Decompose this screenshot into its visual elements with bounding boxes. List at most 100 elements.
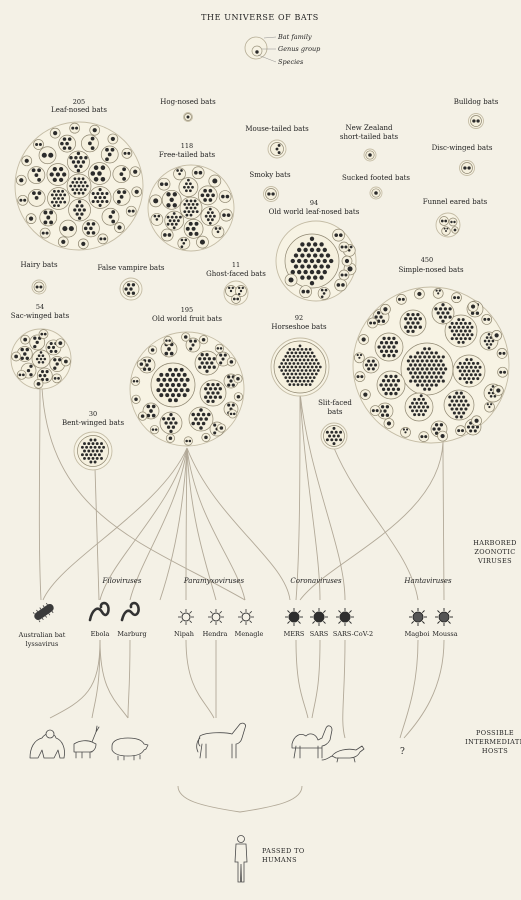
species-dot bbox=[386, 387, 391, 391]
species-dot bbox=[170, 215, 174, 219]
genus-circle bbox=[470, 115, 482, 127]
species-dot bbox=[232, 297, 236, 301]
species-dot bbox=[201, 421, 206, 426]
species-dot bbox=[418, 325, 422, 329]
species-dot bbox=[417, 397, 421, 401]
species-dot bbox=[471, 425, 475, 429]
species-dot bbox=[476, 361, 480, 365]
species-dot bbox=[189, 347, 193, 351]
species-dot bbox=[462, 411, 466, 415]
species-dot bbox=[292, 369, 296, 372]
genus-circle bbox=[33, 281, 45, 293]
species-dot bbox=[450, 407, 454, 411]
harbored-label: HARBORED ZOONOTIC VIRUSES bbox=[473, 539, 516, 565]
species-dot bbox=[463, 377, 467, 381]
genus-circle bbox=[51, 373, 62, 384]
species-dot bbox=[93, 165, 99, 170]
species-dot bbox=[212, 178, 218, 184]
species-dot bbox=[20, 356, 24, 361]
species-dot bbox=[316, 369, 320, 372]
species-dot bbox=[411, 401, 414, 405]
species-dot bbox=[216, 391, 220, 395]
species-dot bbox=[413, 363, 417, 367]
genus-circle bbox=[17, 194, 29, 206]
species-dot bbox=[189, 339, 193, 343]
species-dot bbox=[200, 361, 204, 365]
species-dot bbox=[171, 372, 175, 377]
species-dot bbox=[155, 218, 159, 221]
family-simple-nosed bbox=[352, 286, 510, 444]
species-dot bbox=[486, 403, 489, 406]
species-dot bbox=[183, 335, 188, 339]
species-dot bbox=[185, 199, 189, 203]
species-dot bbox=[77, 200, 82, 204]
species-dot bbox=[313, 275, 318, 280]
species-dot bbox=[53, 204, 56, 208]
species-dot bbox=[387, 353, 391, 358]
family-name-bulldog: Bulldog bats bbox=[454, 98, 499, 106]
species-dot bbox=[169, 421, 173, 425]
species-dot bbox=[159, 383, 164, 387]
species-dot bbox=[189, 206, 193, 210]
species-dot bbox=[41, 354, 45, 358]
species-dot bbox=[185, 226, 190, 231]
species-dot bbox=[304, 348, 308, 351]
species-dot bbox=[443, 315, 448, 319]
species-dot bbox=[459, 415, 463, 419]
family-false-vampire bbox=[119, 277, 143, 301]
virus-label-marburg: Marburg bbox=[117, 630, 146, 638]
species-dot bbox=[296, 348, 300, 351]
virus-label-hendra: Hendra bbox=[203, 630, 228, 638]
species-dot bbox=[67, 146, 72, 150]
species-dot bbox=[26, 368, 31, 373]
species-dot bbox=[313, 253, 318, 258]
species-dot bbox=[219, 347, 223, 350]
genus-circle bbox=[334, 278, 348, 292]
species-dot bbox=[406, 312, 410, 317]
species-dot bbox=[411, 375, 415, 379]
species-dot bbox=[441, 355, 445, 359]
species-dot bbox=[33, 344, 37, 349]
species-dot bbox=[100, 456, 103, 460]
species-dot bbox=[213, 214, 216, 218]
species-dot bbox=[184, 238, 188, 242]
species-dot bbox=[208, 387, 213, 391]
species-dot bbox=[443, 307, 448, 311]
species-dot bbox=[25, 347, 30, 352]
species-dot bbox=[288, 383, 292, 386]
species-dot bbox=[156, 377, 161, 382]
species-dot bbox=[441, 363, 445, 367]
species-dot bbox=[441, 371, 445, 375]
svg-text:PASSED TO: PASSED TO bbox=[262, 847, 305, 855]
species-dot bbox=[168, 339, 171, 342]
species-dot bbox=[179, 367, 184, 372]
species-dot bbox=[314, 372, 318, 376]
species-dot bbox=[457, 340, 461, 344]
species-dot bbox=[384, 349, 389, 353]
species-dot bbox=[489, 394, 493, 398]
species-dot bbox=[171, 417, 176, 421]
species-dot bbox=[413, 405, 417, 409]
species-dot bbox=[380, 405, 385, 409]
species-dot bbox=[28, 216, 34, 221]
species-dot bbox=[194, 221, 199, 226]
species-dot bbox=[123, 151, 127, 155]
virus-label-nipah: Nipah bbox=[174, 630, 194, 638]
species-dot bbox=[308, 348, 312, 351]
species-dot bbox=[392, 336, 396, 341]
hendra-icon bbox=[208, 609, 224, 625]
species-dot bbox=[303, 258, 308, 264]
species-dot bbox=[229, 360, 234, 364]
species-dot bbox=[371, 367, 375, 371]
species-dot bbox=[416, 321, 420, 325]
species-dot bbox=[476, 377, 480, 381]
species-dot bbox=[461, 325, 465, 329]
species-dot bbox=[430, 367, 434, 371]
species-dot bbox=[199, 239, 205, 245]
species-dot bbox=[320, 288, 324, 292]
species-dot bbox=[40, 332, 44, 336]
species-dot bbox=[79, 156, 83, 160]
species-dot bbox=[168, 367, 173, 372]
species-dot bbox=[145, 363, 149, 367]
species-dot bbox=[286, 372, 290, 376]
